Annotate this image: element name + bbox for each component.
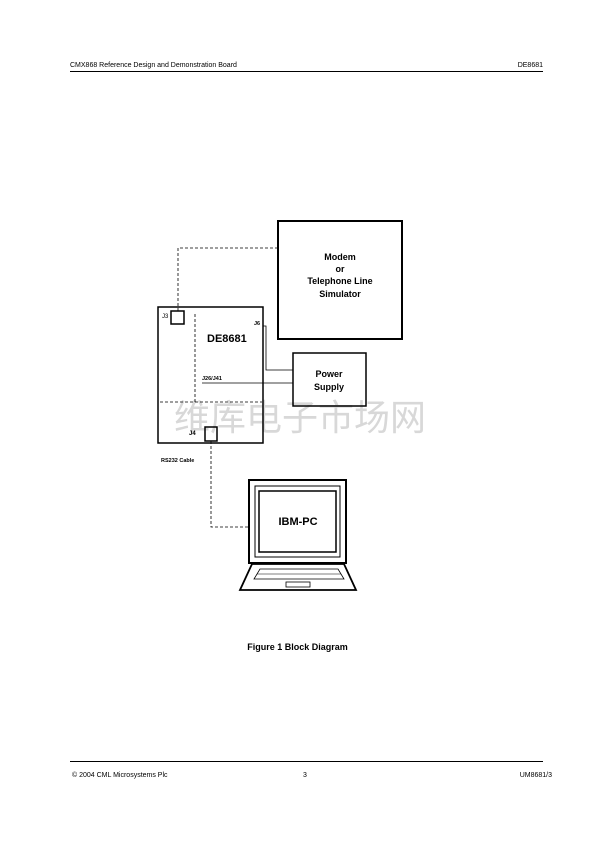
header-doc-code: DE8681 bbox=[517, 62, 543, 69]
header-title: CMX868 Reference Design and Demonstratio… bbox=[70, 62, 237, 69]
modem-label-line2: or bbox=[336, 264, 345, 274]
footer-rule bbox=[70, 761, 543, 762]
board-label: DE8681 bbox=[207, 333, 247, 345]
rs232-label: RS232 Cable bbox=[161, 458, 194, 464]
modem-label-line4: Simulator bbox=[319, 289, 361, 299]
j6-label: J6 bbox=[254, 321, 260, 327]
footer-page-number: 3 bbox=[303, 772, 307, 779]
power-label-line1: Power bbox=[315, 369, 343, 379]
modem-label-line3: Telephone Line bbox=[307, 276, 372, 286]
modem-box bbox=[277, 220, 403, 340]
j26-j41-label: J26/J41 bbox=[202, 376, 222, 382]
board-box bbox=[157, 306, 264, 444]
j3-connector bbox=[170, 310, 185, 325]
modem-label-line1: Modem bbox=[324, 252, 356, 262]
j3-label: J3 bbox=[162, 314, 169, 320]
header-rule bbox=[70, 71, 543, 72]
watermark-text: 维库电子市场网 bbox=[174, 398, 426, 439]
telephone-line-link bbox=[177, 247, 278, 311]
j6-power-link bbox=[263, 325, 293, 371]
j4-label: J4 bbox=[189, 431, 196, 437]
footer-copyright: © 2004 CML Microsystems Plc bbox=[72, 772, 168, 779]
laptop-icon bbox=[238, 479, 358, 591]
pc-label: IBM-PC bbox=[278, 516, 317, 528]
footer-doc-id: UM8681/3 bbox=[519, 772, 552, 779]
power-label-line2: Supply bbox=[314, 382, 344, 392]
figure-caption: Figure 1 Block Diagram bbox=[247, 642, 348, 652]
power-supply-box bbox=[292, 352, 367, 407]
rs232-cable bbox=[210, 441, 248, 528]
